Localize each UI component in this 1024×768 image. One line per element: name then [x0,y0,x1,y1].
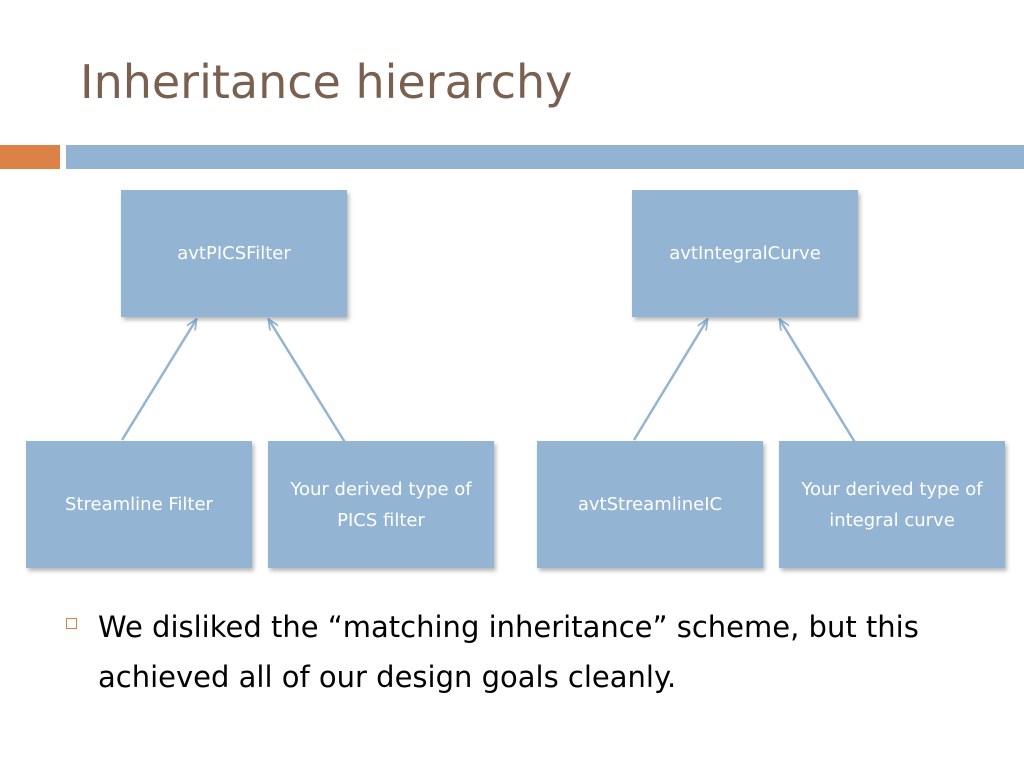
edge-derived-curve-to-integral-curve [780,320,858,445]
node-label: avtPICSFilter [177,243,291,264]
node-streamline-filter: Streamline Filter [26,441,252,568]
accent-bar-orange [0,145,60,169]
slide-title: Inheritance hierarchy [80,55,573,109]
node-label: avtStreamlineIC [577,494,723,515]
node-avt-integral-curve: avtIntegralCurve [632,190,858,317]
node-label: Streamline Filter [65,494,213,515]
node-label: Your derived type of integral curve [801,478,983,531]
bullet-text: We disliked the “matching inheritance” s… [98,610,919,694]
edge-derived-pics-to-pics-filter [269,320,348,445]
node-label: avtIntegralCurve [669,243,821,264]
node-derived-integral-curve: Your derived type of integral curve [779,441,1005,568]
edge-streamline-ic-to-integral-curve [632,320,707,441]
accent-bar-blue [66,145,1024,169]
node-label: Your derived type of PICS filter [290,478,472,531]
node-avt-pics-filter: avtPICSFilter [121,190,347,317]
node-avt-streamline-ic: avtStreamlineIC [537,441,763,568]
edge-streamline-filter-to-pics-filter [120,320,196,441]
square-bullet-icon [66,618,77,629]
node-derived-pics-filter: Your derived type of PICS filter [268,441,494,568]
